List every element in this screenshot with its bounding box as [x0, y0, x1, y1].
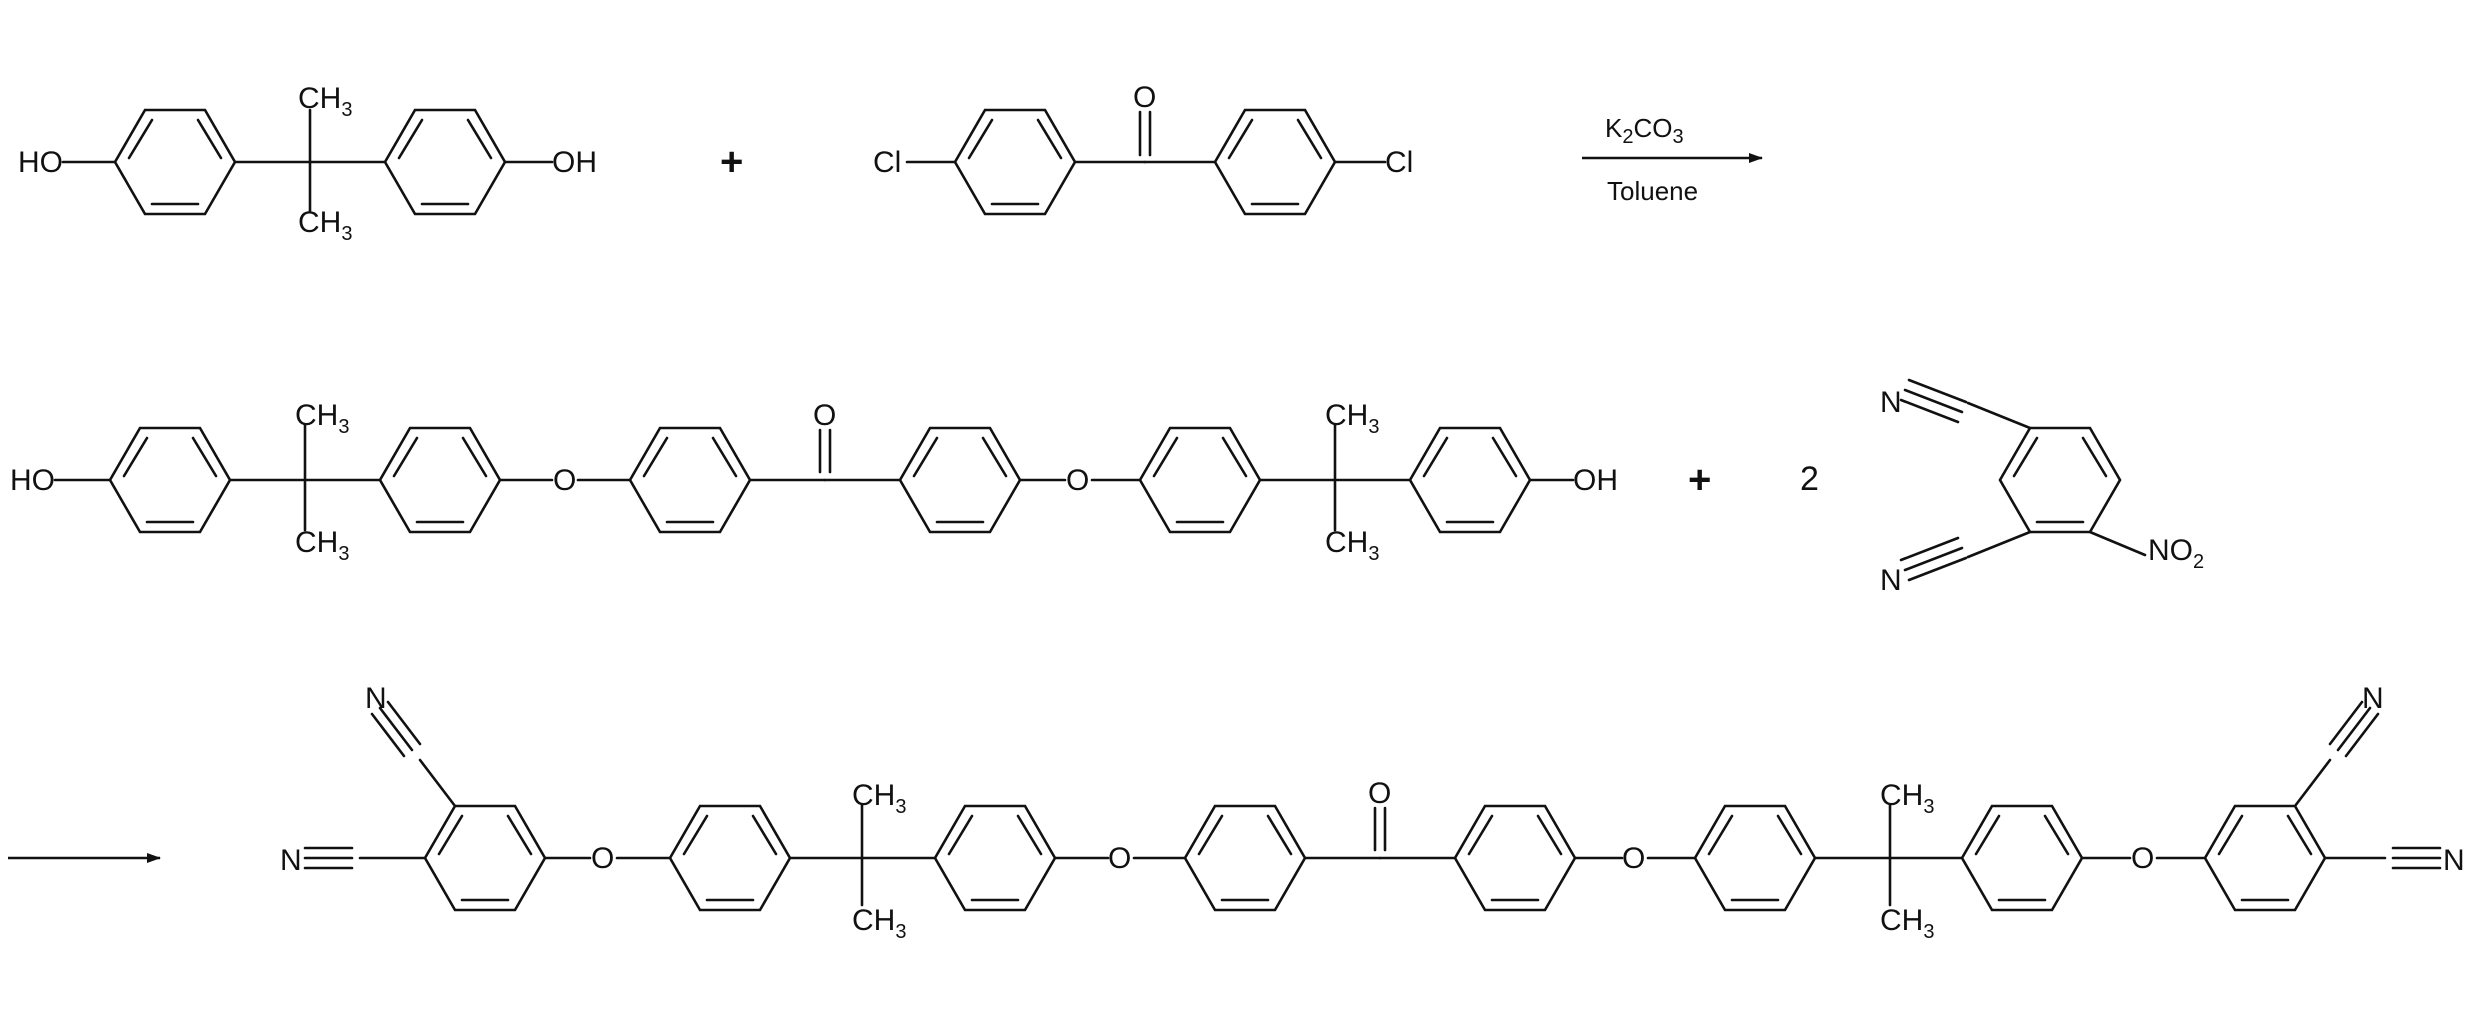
right-chloro-label: Cl — [1385, 146, 1413, 179]
benzene-ring — [898, 426, 1022, 534]
benzene-ring — [383, 108, 507, 216]
stoichiometric-coefficient: 2 — [1800, 460, 1819, 498]
benzene-ring — [423, 804, 547, 912]
reagent-potassium-carbonate: K2CO3 — [1605, 113, 1684, 148]
methyl-top-label: CH3 — [852, 779, 906, 818]
ether-oxygen-label: O — [2131, 842, 2154, 875]
benzene-ring — [1960, 804, 2084, 912]
benzene-ring — [113, 108, 237, 216]
methyl-bottom-label: CH3 — [852, 904, 906, 943]
nitro-group-label: NO2 — [2148, 534, 2204, 573]
methyl-bottom-label: CH3 — [1880, 904, 1934, 943]
nitrile-n-label: N — [365, 682, 387, 715]
nitrile-n-label: N — [280, 844, 302, 877]
right-hydroxyl-label: OH — [552, 146, 597, 179]
benzene-ring — [2203, 804, 2327, 912]
methyl-top-label: CH3 — [298, 82, 352, 121]
reactant-dichlorobenzophenone: Cl O Cl — [873, 81, 1413, 216]
solvent-label: Toluene — [1607, 176, 1698, 206]
benzene-ring — [1213, 108, 1337, 216]
carbonyl-oxygen-label: O — [1133, 81, 1156, 114]
right-hydroxyl-label: OH — [1573, 464, 1618, 497]
benzene-ring — [378, 426, 502, 534]
ether-oxygen-label: O — [553, 464, 576, 497]
methyl-top-label: CH3 — [1325, 399, 1379, 438]
nitrile-n-bottom-label: N — [1880, 564, 1902, 597]
benzene-ring — [1693, 804, 1817, 912]
ether-oxygen-label: O — [1108, 842, 1131, 875]
nitrile-n-label: N — [2443, 844, 2465, 877]
ether-oxygen-label: O — [1622, 842, 1645, 875]
plus-sign: + — [720, 140, 743, 184]
intermediate-bisphenol-oligomer: HO CH3 CH3 O O O CH3 CH3 OH — [10, 399, 1618, 565]
ether-oxygen-label: O — [1066, 464, 1089, 497]
carbonyl-oxygen-label: O — [813, 399, 836, 432]
benzene-ring — [108, 426, 232, 534]
benzene-ring — [1183, 804, 1307, 912]
benzene-ring — [668, 804, 792, 912]
reactant-4-nitrophthalonitrile: N N NO2 — [1880, 378, 2204, 597]
reaction-arrow-1: K2CO3 Toluene — [1582, 113, 1763, 206]
nitrile-n-top-label: N — [1880, 386, 1902, 419]
nitrile-n-label: N — [2362, 682, 2384, 715]
methyl-top-label: CH3 — [295, 399, 349, 438]
plus-sign: + — [1688, 458, 1711, 502]
methyl-bottom-label: CH3 — [295, 526, 349, 565]
benzene-ring — [933, 804, 1057, 912]
carbonyl-oxygen-label: O — [1368, 777, 1391, 810]
left-hydroxyl-label: HO — [10, 464, 55, 497]
methyl-bottom-label: CH3 — [298, 206, 352, 245]
benzene-ring — [628, 426, 752, 534]
reactant-bisphenol-a: HO CH3 CH3 OH — [18, 82, 597, 245]
benzene-ring — [1453, 804, 1577, 912]
benzene-ring — [1998, 426, 2122, 534]
benzene-ring — [953, 108, 1077, 216]
benzene-ring — [1138, 426, 1262, 534]
methyl-top-label: CH3 — [1880, 779, 1934, 818]
product-bis-phthalonitrile: N N O CH3 CH3 O O O CH3 CH3 — [280, 682, 2465, 943]
methyl-bottom-label: CH3 — [1325, 526, 1379, 565]
left-hydroxyl-label: HO — [18, 146, 63, 179]
left-chloro-label: Cl — [873, 146, 901, 179]
ether-oxygen-label: O — [591, 842, 614, 875]
benzene-ring — [1408, 426, 1532, 534]
